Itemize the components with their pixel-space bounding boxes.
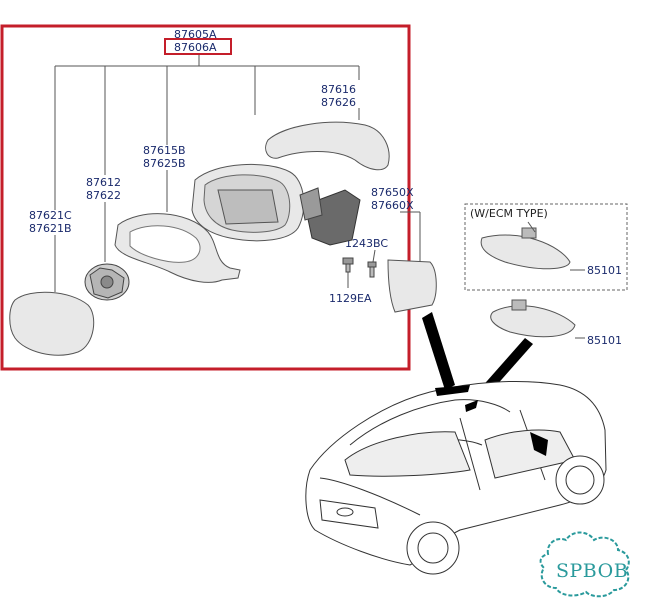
housing-frame-part [114, 213, 241, 283]
ecm-type-label: (W/ECM TYPE) [470, 207, 548, 220]
assembly-right-highlight-box [164, 38, 232, 55]
watermark-badge: SPBOB [539, 531, 630, 598]
outside-mirror-highlight-frame [0, 24, 411, 371]
vehicle-illustration [305, 380, 607, 575]
label-screw-lower: 1129EA [329, 292, 372, 305]
label-actuator-right: 87622 [86, 189, 121, 202]
watermark-text: SPBOB [556, 560, 628, 582]
label-assembly-right: 87606A [174, 41, 217, 54]
screw-upper-part [367, 261, 377, 278]
label-repeater-right: 87660X [371, 199, 414, 212]
actuator-part [84, 263, 130, 301]
mirror-glass-part [9, 291, 95, 356]
label-actuator-left: 87612 [86, 176, 121, 189]
side-repeater-part [387, 259, 437, 313]
label-assembly-left: 87605A [174, 28, 217, 41]
label-cap-right: 87626 [321, 96, 356, 109]
mirror-housing-part [191, 164, 361, 246]
label-glass-left: 87621C [29, 209, 72, 222]
screw-lower-part [342, 257, 354, 273]
mirror-cap-part [265, 121, 390, 171]
ecm-type-frame [464, 203, 628, 291]
label-housing-right: 87625B [143, 157, 186, 170]
label-housing-left: 87615B [143, 144, 186, 157]
label-repeater-left: 87650X [371, 186, 414, 199]
inside-mirror-ecm-part [480, 221, 571, 270]
assembly-leader-lines [54, 55, 360, 210]
label-inner-mirror: 85101 [587, 334, 622, 347]
label-glass-right: 87621B [29, 222, 72, 235]
part-leader-lines [54, 108, 421, 292]
label-cap-left: 87616 [321, 83, 356, 96]
inside-mirror-part [490, 299, 576, 338]
label-inner-mirror-ecm: 85101 [587, 264, 622, 277]
label-screw-upper: 1243BC [345, 237, 388, 250]
